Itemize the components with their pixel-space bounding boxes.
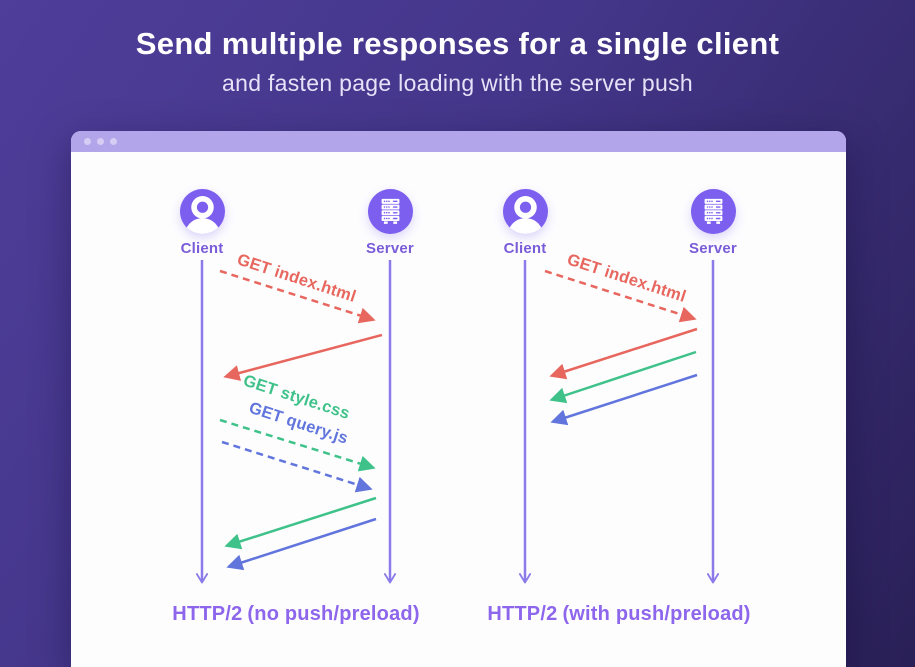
caption-bold: (no push/preload): [247, 603, 420, 625]
client-icon: [502, 189, 548, 234]
diagram-canvas: Client: [71, 152, 846, 667]
response-arrow-index-left: [223, 333, 383, 381]
poster-subtitle: and fasten page loading with the server …: [222, 70, 693, 96]
caption-prefix: HTTP/2: [487, 603, 558, 625]
client-actor-right: Client: [480, 189, 570, 257]
diagram-caption-no-push: HTTP/2(no push/preload): [172, 603, 419, 626]
server-actor-right: Server: [668, 189, 758, 257]
response-arrow-index-right: [549, 327, 698, 380]
push-arrow-query-right: [550, 373, 698, 426]
server-icon: [690, 189, 736, 234]
window-dot: [110, 138, 117, 145]
server-icon: [367, 189, 413, 234]
client-label: Client: [503, 240, 547, 257]
server-label: Server: [366, 240, 414, 257]
server-actor-left: Server: [345, 189, 435, 257]
window-dot: [84, 138, 91, 145]
response-arrow-query-left: [226, 517, 377, 571]
poster-header: Send multiple responses for a single cli…: [0, 0, 915, 97]
sequence-arrows: GET index.html GET style.css GET query.j…: [195, 251, 720, 584]
window-dot: [97, 138, 104, 145]
response-arrow-style-left: [224, 496, 377, 550]
request-arrow-index-right: [544, 269, 697, 323]
request-arrow-style-left: [219, 418, 376, 472]
poster-title: Send multiple responses for a single cli…: [135, 26, 780, 61]
message-label-index: GET index.html: [235, 251, 358, 306]
caption-bold: (with push/preload): [562, 603, 751, 625]
client-actor-left: Client: [157, 189, 247, 257]
push-arrow-style-right: [549, 350, 697, 404]
server-label: Server: [689, 240, 737, 257]
browser-window: Client: [71, 131, 846, 667]
client-icon: [179, 189, 225, 234]
client-label: Client: [180, 240, 224, 257]
caption-prefix: HTTP/2: [172, 603, 243, 625]
diagram-caption-with-push: HTTP/2(with push/preload): [487, 603, 750, 626]
window-titlebar: [71, 131, 846, 152]
request-arrow-index-left: [219, 269, 376, 324]
request-arrow-query-left: [221, 440, 373, 493]
